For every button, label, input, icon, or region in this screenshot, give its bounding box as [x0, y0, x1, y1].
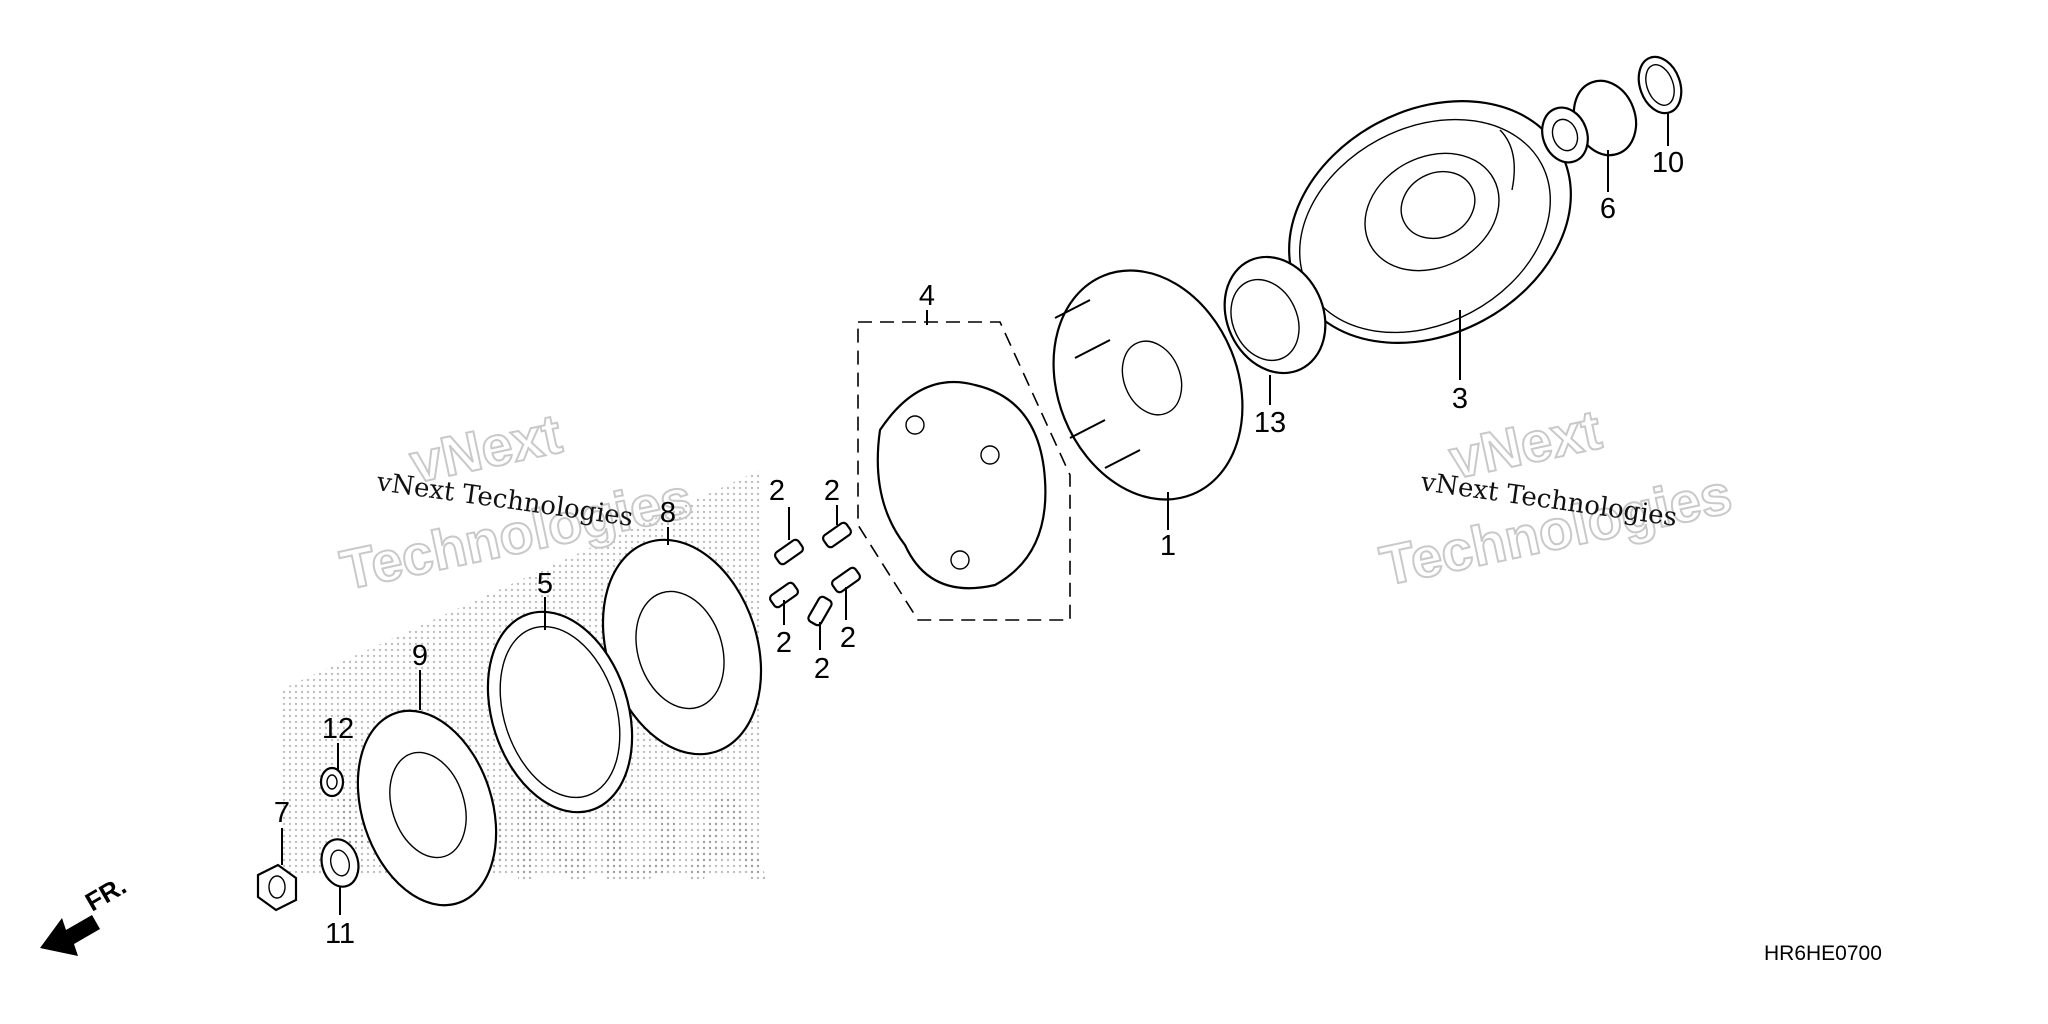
callout-7: 7 — [274, 797, 290, 829]
part-1-drive-plate — [1052, 269, 1244, 501]
callout-10: 10 — [1652, 147, 1684, 179]
part-7-nut — [256, 863, 298, 912]
part-10-washer — [1637, 55, 1683, 115]
callout-1: 1 — [1160, 530, 1176, 562]
part-5-ring — [486, 610, 634, 814]
callout-12: 12 — [322, 713, 354, 745]
diagram-code: HR6HE0700 — [1764, 942, 1882, 965]
part-11-washer — [320, 838, 360, 888]
front-direction-indicator: FR. — [40, 870, 131, 956]
front-label: FR. — [80, 870, 131, 917]
callout-2a: 2 — [769, 475, 785, 507]
callout-3: 3 — [1452, 383, 1468, 415]
part-9-plate — [356, 709, 498, 907]
part-8-plate — [601, 538, 763, 756]
front-arrow-icon — [40, 915, 100, 956]
callout-6: 6 — [1600, 193, 1616, 225]
callouts: 1 3 4 6 10 13 8 5 9 12 7 11 2 2 2 2 2 — [274, 147, 1684, 950]
callout-2e: 2 — [814, 653, 830, 685]
part-4-clutch-shoe — [857, 321, 1071, 621]
callout-2b: 2 — [824, 475, 840, 507]
callout-9: 9 — [412, 640, 428, 672]
leader-lines — [281, 113, 1669, 915]
callout-8: 8 — [660, 497, 676, 529]
callout-11: 11 — [325, 918, 355, 950]
part-6-gear — [1541, 79, 1638, 164]
part-2-springs — [768, 521, 862, 627]
callout-2d: 2 — [840, 622, 856, 654]
callout-2c: 2 — [776, 627, 792, 659]
callout-4: 4 — [919, 280, 935, 312]
callout-13: 13 — [1254, 407, 1286, 439]
part-13-one-way-clutch — [1223, 255, 1327, 375]
part-12-washer — [319, 766, 345, 798]
callout-5: 5 — [537, 568, 553, 600]
